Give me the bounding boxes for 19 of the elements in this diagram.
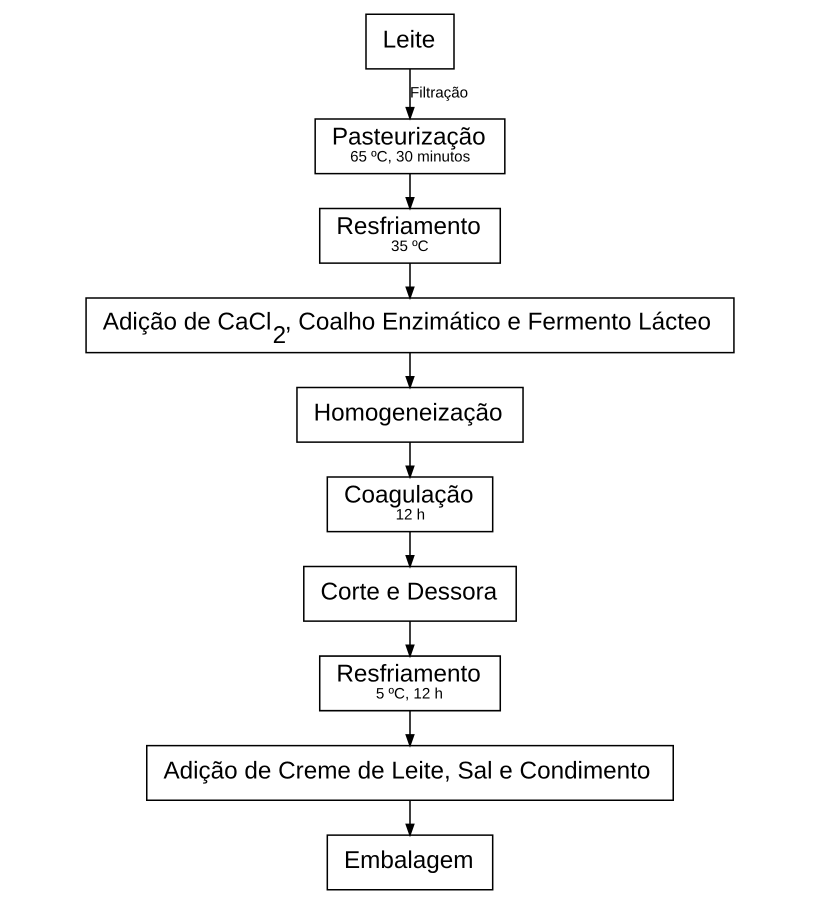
- arrow: [404, 69, 414, 121]
- arrow: [404, 263, 414, 300]
- arrow: [404, 352, 414, 390]
- arrow: [404, 621, 414, 658]
- node-box: Leite: [364, 14, 454, 70]
- arrow: [404, 174, 414, 211]
- arrow: [404, 532, 414, 569]
- arrow: [404, 710, 414, 748]
- node-box: Homogeneização: [296, 386, 524, 443]
- node-box: Coagulação 12 h: [326, 476, 493, 532]
- edge-label: Filtração: [410, 84, 468, 102]
- node-box: Resfriamento 35 ºC: [318, 208, 501, 264]
- node-box: Adição de Creme de Leite, Sal e Condimento: [146, 744, 674, 801]
- node-box: Resfriamento 5 ºC, 12 h: [318, 655, 501, 712]
- arrow: [404, 800, 414, 838]
- arrow: [404, 442, 414, 480]
- node-box: Corte e Dessora: [302, 566, 516, 622]
- node-box: Pasteurização 65 ºC, 30 minutos: [314, 118, 506, 174]
- node-box: Embalagem: [326, 834, 493, 890]
